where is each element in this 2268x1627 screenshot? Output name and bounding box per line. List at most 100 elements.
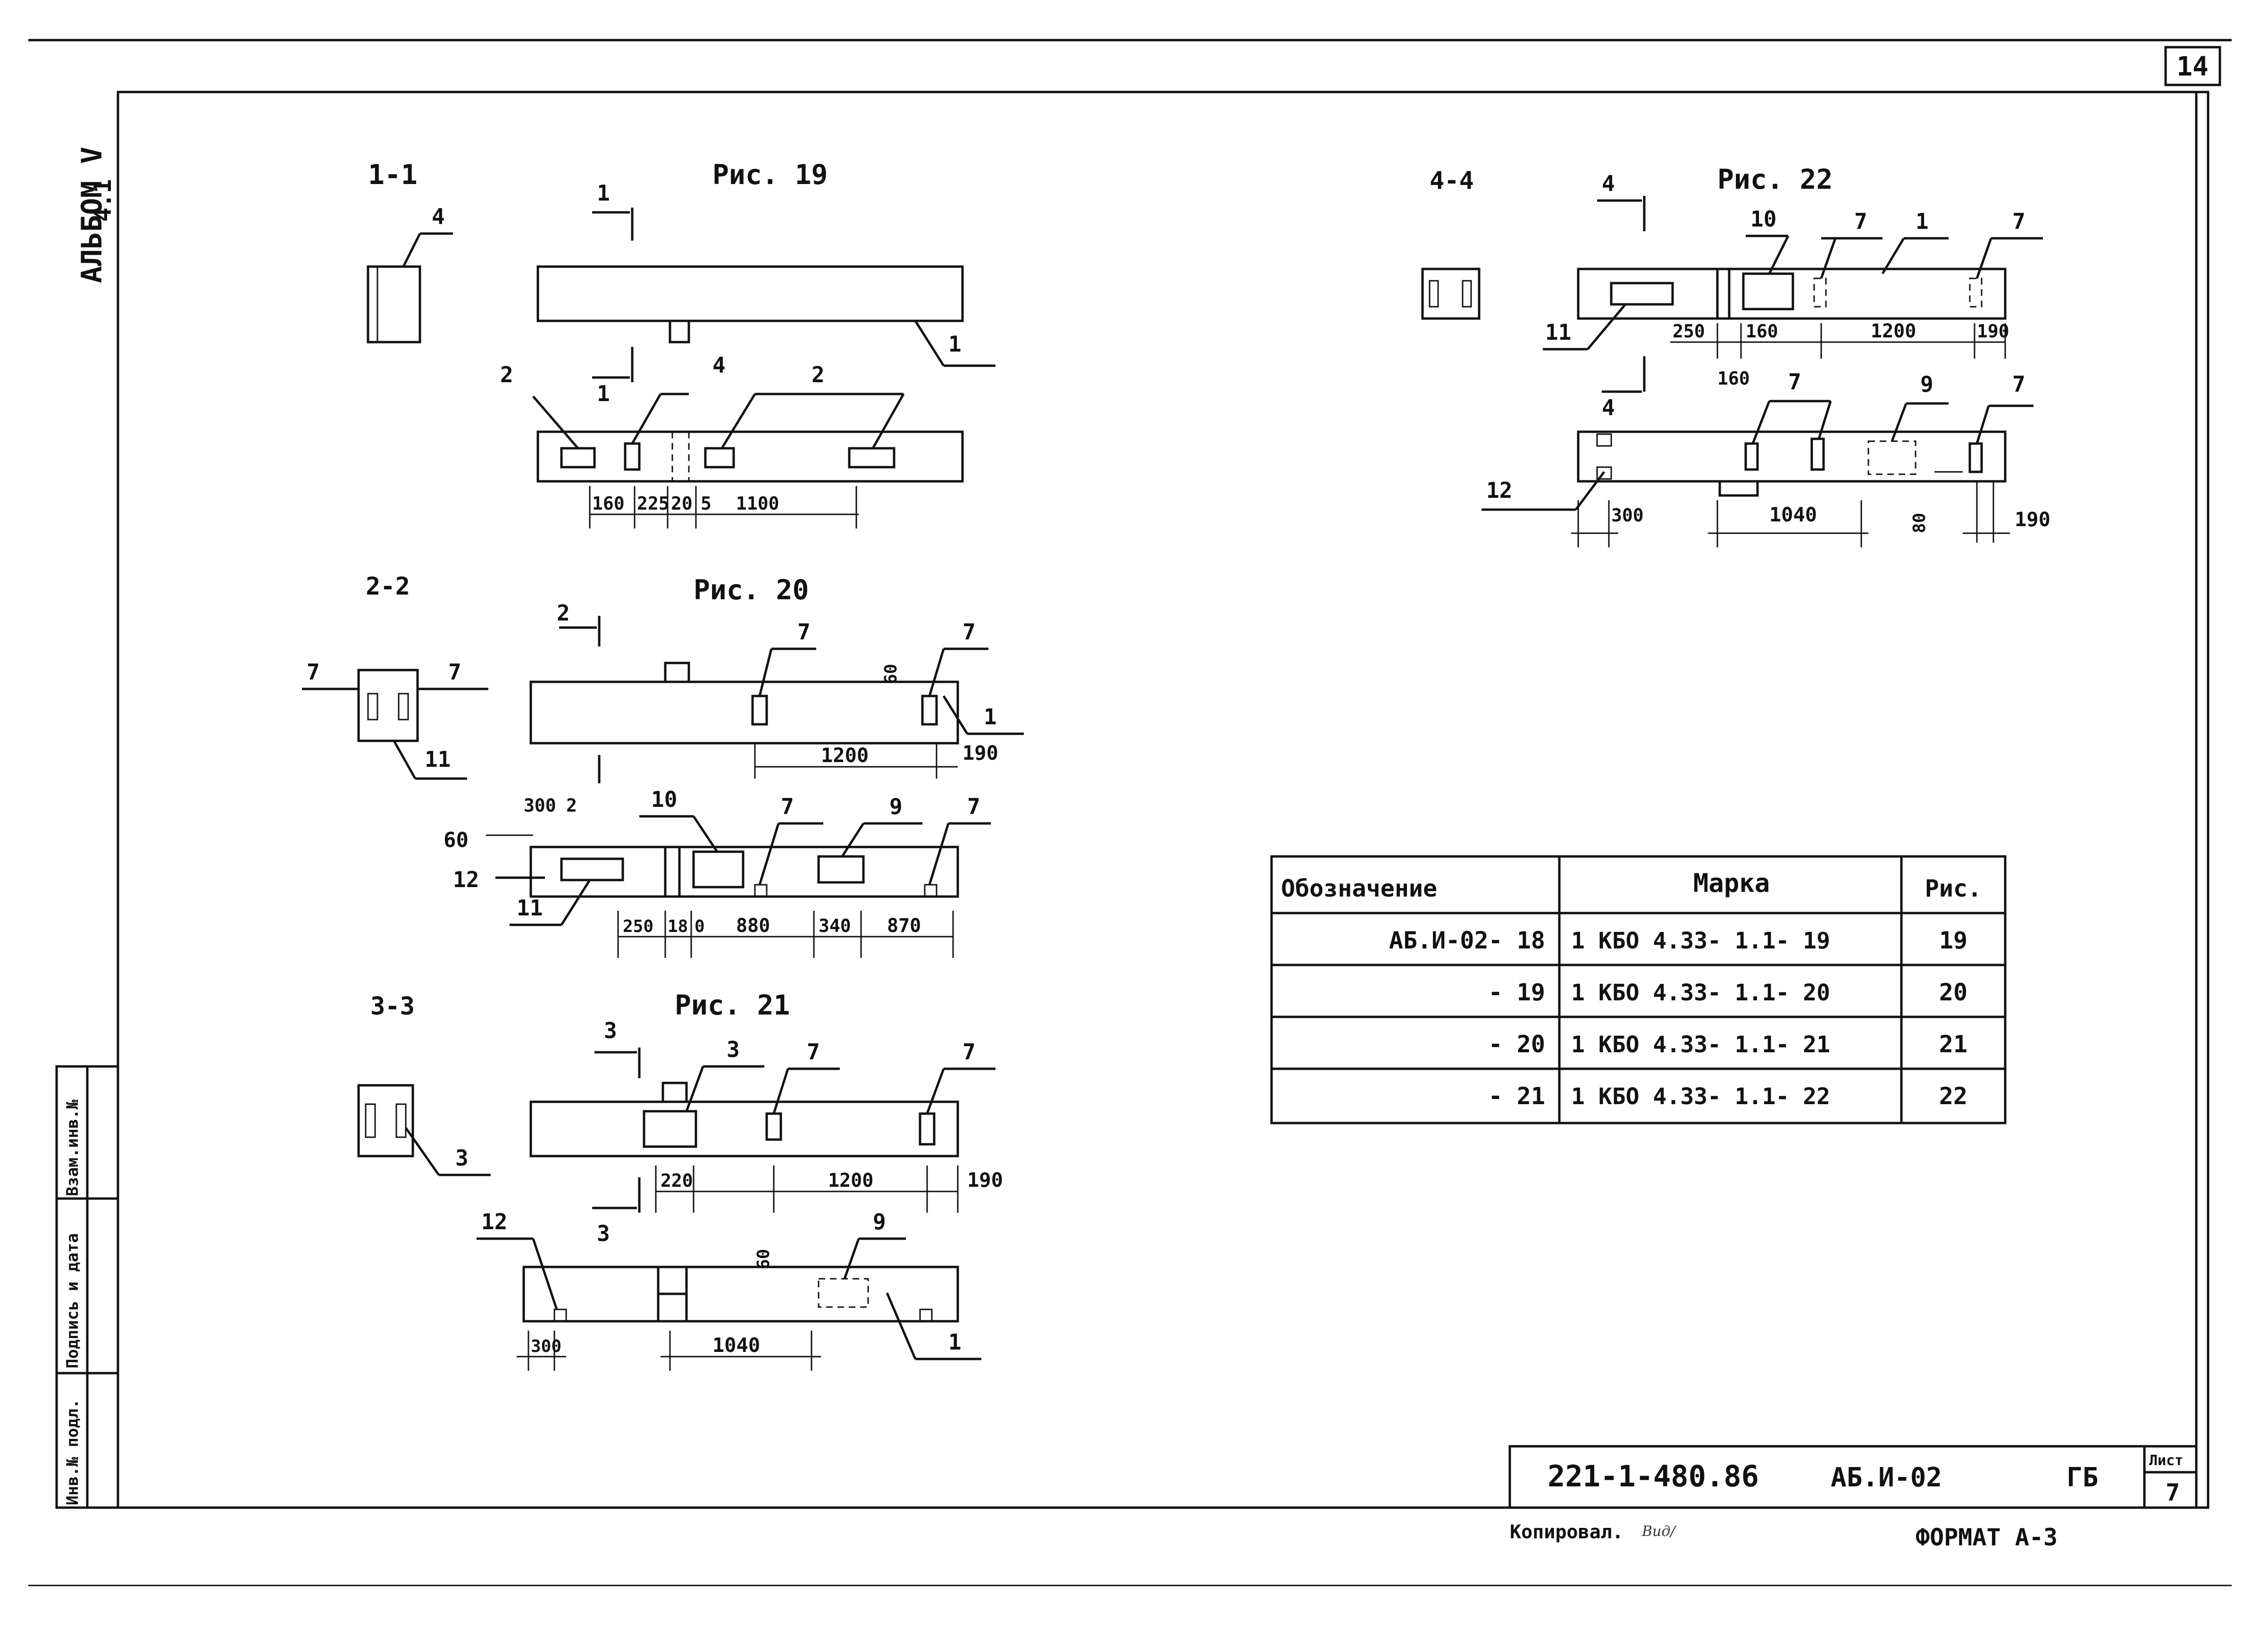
fig20-opening (921, 695, 938, 726)
fig21-opening (919, 1112, 936, 1146)
fig22-leader (1820, 238, 1837, 279)
marks-table: Обозначение Марка Рис. АБ.И-02- 18 1 КБО… (1270, 855, 2007, 1124)
copied-label: Копировал. (1510, 1521, 1624, 1543)
fig21-dim: 220 (661, 1170, 693, 1191)
fig22-beam-plan (1577, 430, 2007, 483)
album-sub: 4.1 (89, 179, 117, 222)
fig22-dim: 190 (2015, 508, 2050, 531)
fig22-dim: 1040 (1769, 503, 1817, 526)
fig21-section: 3-3 (370, 992, 415, 1021)
table-cell-designation: АБ.И-02- 18 (1389, 927, 1545, 954)
fig20-label: 7 (797, 619, 811, 645)
fig22-leader (1817, 401, 1832, 439)
copied-signature: Вид/ (1641, 1523, 1676, 1540)
fig19-beam-top (536, 265, 964, 322)
fig21-leader (926, 1068, 945, 1114)
fig21-slot (553, 1308, 567, 1322)
fig20-dim: 18 (668, 917, 688, 936)
fig22-title: Рис. 22 (1717, 163, 1833, 195)
fig20-label: 12 (453, 867, 479, 892)
fig20-slot (754, 884, 768, 897)
fig22-label: 1 (1916, 209, 1929, 234)
fig21-leader (404, 1127, 440, 1176)
fig19-beam-notch (669, 319, 690, 344)
fig21-label: 1 (948, 1329, 962, 1355)
fig20-label: 10 (651, 787, 677, 812)
fig21-label: 7 (807, 1039, 820, 1065)
fig22-cs-slot (1462, 280, 1472, 308)
fig20-dim: 60 (881, 664, 901, 684)
fig22-slot (1968, 442, 1983, 473)
fig20-opening (817, 855, 865, 884)
fig20-dim: 0 (695, 917, 705, 936)
figure-19: Рис. 19 1-1 4 1 1 1 2 4 (367, 159, 996, 528)
table-cell-fig: 21 (1939, 1031, 1967, 1058)
fig22-label: 9 (1920, 371, 1933, 397)
format-label: ФОРМАТ А-3 (1916, 1524, 2058, 1551)
fig22-dim: 1200 (1871, 320, 1916, 342)
fig20-dim: 880 (736, 915, 770, 937)
fig21-slot (919, 1308, 933, 1322)
fig19-dim: 1100 (736, 493, 779, 514)
fig20-label: 7 (962, 619, 976, 645)
title-sheet-no: 7 (2166, 1479, 2180, 1506)
fig19-dim: 225 (637, 493, 670, 514)
fig22-label: 7 (1854, 209, 1867, 234)
fig20-leader (560, 879, 591, 926)
fig21-dim: 1040 (712, 1333, 760, 1357)
fig21-dim: 190 (967, 1168, 1003, 1191)
fig21-leader (843, 1238, 860, 1279)
fig20-slot (924, 884, 937, 897)
fig19-opening (560, 447, 596, 469)
title-block-frame (1508, 1445, 2198, 1509)
table-frame (1270, 855, 2007, 1124)
fig20-label: 7 (967, 794, 980, 819)
fig20-cs-slot (367, 693, 378, 721)
fig22-slot (1596, 466, 1612, 480)
fig20-beam-stub (664, 662, 690, 683)
fig22-dim: 160 (1717, 368, 1750, 389)
fig22-opening-hidden (1867, 440, 1917, 475)
title-code: 221-1-480.86 (1548, 1459, 1759, 1493)
fig22-cut-label: 4 (1602, 171, 1615, 196)
fig21-label: 12 (481, 1209, 507, 1234)
fig22-section: 4-4 (1430, 167, 1474, 195)
fig19-title: Рис. 19 (712, 159, 828, 191)
table-cell-fig: 22 (1939, 1082, 1967, 1110)
fig22-leader (1891, 403, 1908, 442)
fig22-leader (1768, 235, 1790, 275)
fig22-opening (1610, 282, 1674, 306)
fig20-dim: 250 (623, 917, 653, 936)
fig22-slot (1596, 433, 1612, 447)
fig20-cs-slot (398, 693, 409, 721)
fig20-leader (393, 740, 417, 780)
table-cell-mark: 1 КБО 4.33- 1.1- 22 (1571, 1083, 1830, 1110)
fig22-label: 10 (1750, 206, 1776, 232)
fig21-cut-label: 3 (597, 1221, 610, 1246)
fig19-cross-section (367, 265, 421, 344)
fig22-slot (1810, 437, 1825, 471)
fig21-cs-slot (395, 1103, 407, 1138)
fig21-dim: 300 (531, 1337, 561, 1356)
fig20-dim: 60 (444, 828, 469, 852)
fig22-cut-label: 4 (1602, 395, 1615, 420)
title-mark: АБ.И-02 (1831, 1462, 1942, 1493)
figure-21: Рис. 21 3-3 3 3 3 7 7 220 1200 (357, 989, 1003, 1371)
fig21-opening (643, 1110, 697, 1148)
fig20-opening (560, 857, 624, 881)
fig22-dim: 160 (1746, 321, 1778, 342)
fig21-leader (772, 1068, 789, 1114)
stamp-vzam: Взам.инв.№ (63, 1099, 82, 1196)
fig21-leader (685, 1066, 704, 1112)
title-block: 221-1-480.86 АБ.И-02 ГБ Лист 7 Копировал… (1508, 1445, 2198, 1551)
fig22-cross-section (1421, 268, 1481, 320)
fig20-cross-section (357, 669, 419, 742)
fig21-leader (532, 1238, 558, 1310)
side-stamp: Инв.№ подл. Подпись и дата Взам.инв.№ (55, 1065, 119, 1509)
fig19-dim: 20 (671, 493, 693, 514)
table-cell-mark: 1 КБО 4.33- 1.1- 21 (1571, 1032, 1830, 1058)
fig22-label: 12 (1486, 478, 1512, 503)
fig21-beam-stub (661, 1082, 688, 1103)
fig19-leader (402, 233, 421, 268)
